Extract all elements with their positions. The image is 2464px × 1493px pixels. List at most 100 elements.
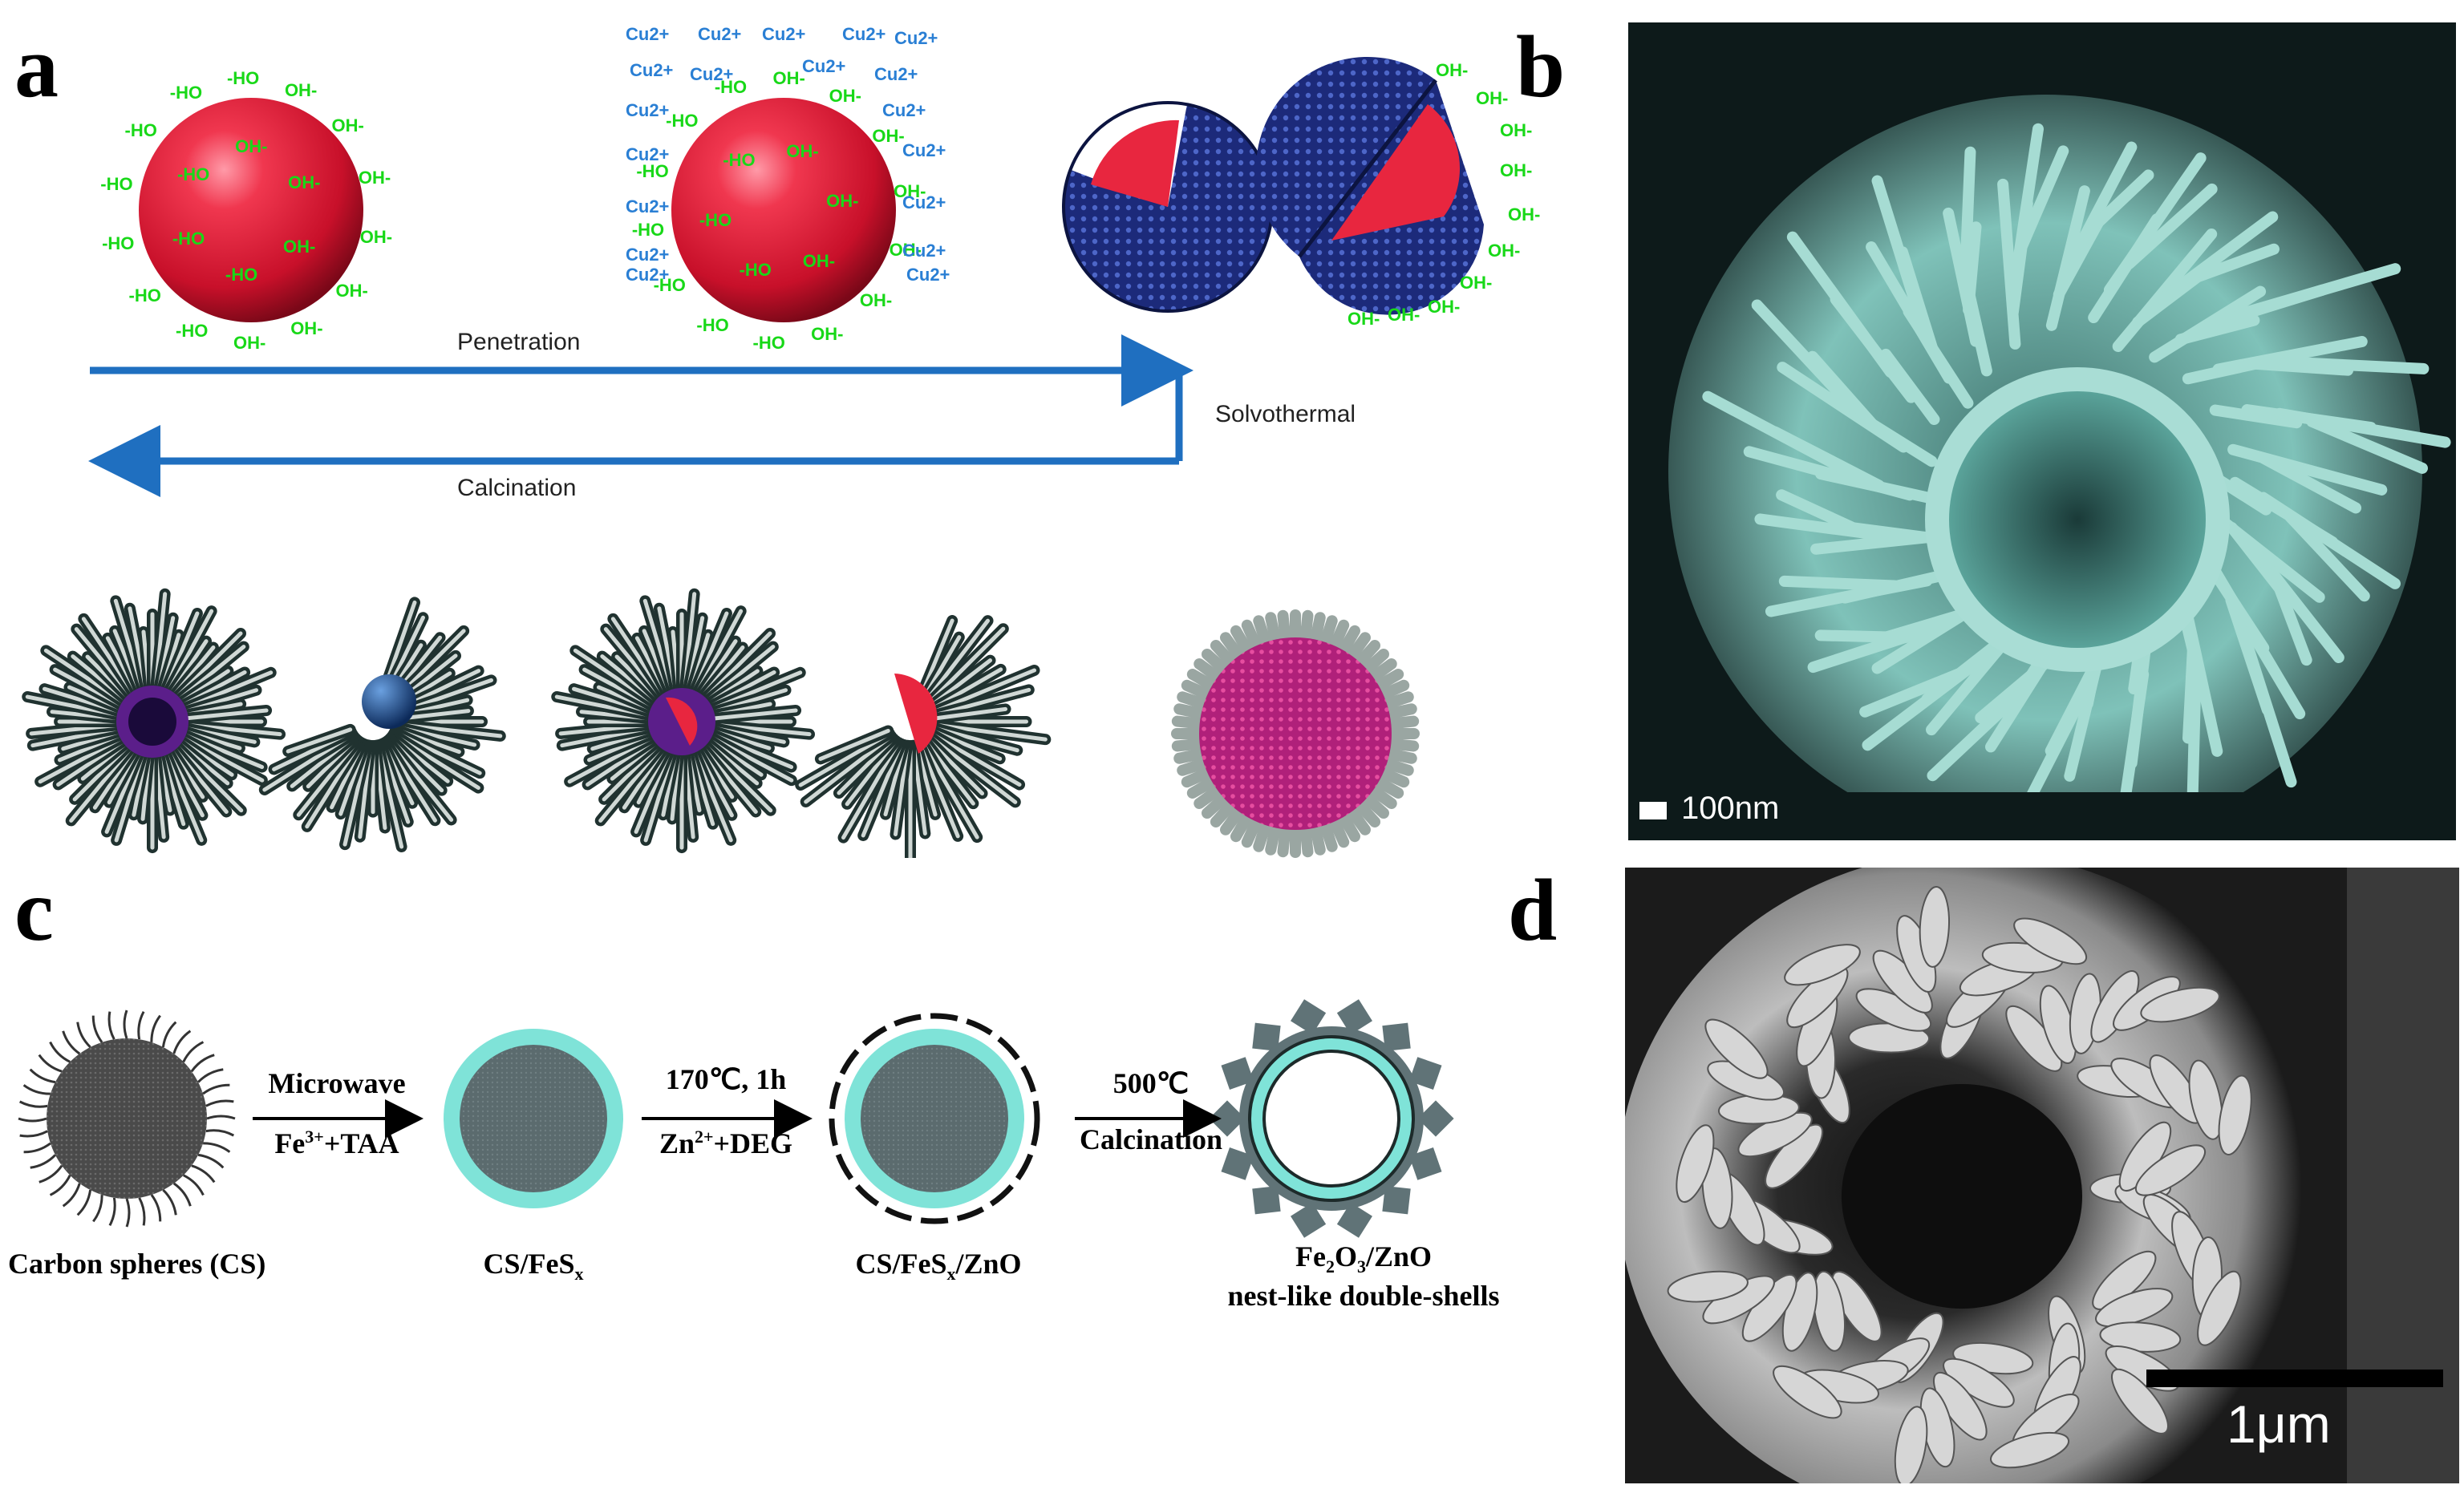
- ion-label: -HO: [226, 68, 260, 89]
- ion-label: -HO: [653, 274, 686, 295]
- surface-chain: [205, 1099, 234, 1107]
- surface-chain: [197, 1153, 225, 1169]
- nanoflake: [2188, 1059, 2223, 1140]
- cu-ion-label: Cu2+: [902, 192, 946, 212]
- nanorod: [1751, 299, 1858, 413]
- nanorod: [1702, 390, 1854, 477]
- nanorod: [1975, 659, 2049, 724]
- zno-flake: [1408, 1147, 1442, 1180]
- surface-chain: [202, 1083, 230, 1095]
- ion-label: -HO: [128, 285, 161, 305]
- nanorod: [2235, 263, 2401, 320]
- ion-label: OH-: [894, 180, 926, 201]
- surface-chain: [150, 1194, 162, 1222]
- ion-label: OH-: [233, 332, 266, 353]
- nanorod: [2181, 605, 2223, 757]
- surface-chain: [137, 1010, 145, 1040]
- urchin-spike-highlight: [703, 708, 798, 722]
- surface-chain: [29, 1068, 56, 1084]
- ion-label: OH-: [1508, 204, 1541, 225]
- urchin-2-cutaway: [258, 597, 506, 852]
- nanorod: [2257, 492, 2401, 589]
- nanoflake: [2140, 986, 2220, 1023]
- ion-label: OH-: [786, 140, 819, 161]
- nanorod: [1786, 231, 1896, 378]
- nanoflake: [1773, 1365, 1842, 1419]
- nanorod: [2123, 183, 2218, 269]
- surface-chain: [182, 1041, 205, 1062]
- ion-label: OH-: [283, 237, 316, 257]
- nanorod: [2227, 443, 2388, 496]
- step1-top-label: Microwave: [268, 1067, 406, 1099]
- surface-chain: [191, 1164, 216, 1183]
- ion-label: OH-: [290, 318, 323, 338]
- surface-chain: [49, 1041, 71, 1063]
- cu-ion-label: Cu2+: [626, 196, 670, 216]
- label-cs-fesx: CS/FeSx: [483, 1248, 584, 1285]
- nanorod: [1754, 513, 1903, 544]
- zno-flake: [1291, 1202, 1327, 1238]
- nanoflake: [1919, 886, 1951, 968]
- nanorod: [2186, 670, 2202, 819]
- ion-label: -HO: [176, 321, 209, 342]
- nanoflake: [2013, 917, 2088, 965]
- surface-chain: [108, 1197, 116, 1227]
- penetration-label: Penetration: [457, 329, 581, 355]
- surface-chain: [206, 1115, 236, 1120]
- panel-b-sem-image: 100nm: [1628, 22, 2456, 840]
- surface-chain: [49, 1175, 71, 1196]
- ion-label: OH-: [284, 79, 318, 100]
- nanoflake: [1943, 1357, 2015, 1408]
- cu-ion-label: Cu2+: [626, 144, 670, 164]
- panel-label-c: c: [14, 861, 54, 959]
- ion-label: -HO: [124, 120, 157, 141]
- nanorod: [2182, 243, 2280, 286]
- ion-label: OH-: [359, 226, 393, 247]
- ion-label: -HO: [100, 174, 133, 195]
- ion-label: -HO: [631, 220, 665, 241]
- cu-ion-label: Cu2+: [690, 64, 734, 84]
- nanoflake: [1894, 1406, 1928, 1483]
- ion-label: OH-: [331, 115, 364, 136]
- fe2o3-zno-double-shell: [1209, 999, 1454, 1238]
- nanorod: [1963, 221, 1982, 316]
- urchin-spike-highlight: [932, 706, 1008, 721]
- ion-label: OH-: [235, 136, 268, 157]
- nanorod: [1765, 575, 1933, 617]
- ion-label: OH-: [1428, 297, 1461, 317]
- scale-bar-d: [2146, 1370, 2443, 1387]
- nanoflake: [2111, 1368, 2169, 1434]
- surface-chain: [62, 1030, 81, 1055]
- cu-ion-label: Cu2+: [882, 100, 926, 120]
- scale-label-d: 1μm: [2227, 1394, 2331, 1454]
- nanorod: [2269, 570, 2312, 666]
- urchin-spike-highlight: [174, 708, 269, 722]
- nanoflake: [1990, 1431, 2070, 1469]
- nanoflake: [1667, 1270, 1749, 1303]
- step3-bottom-label: Calcination: [1079, 1123, 1222, 1155]
- surface-chain: [22, 1084, 51, 1095]
- zno-flake: [1336, 999, 1372, 1035]
- surface-chain: [183, 1174, 205, 1196]
- ion-label: -HO: [752, 332, 785, 353]
- nanorod: [1862, 648, 1995, 751]
- nanorod: [2273, 407, 2451, 448]
- panel-d-sem-image: 1μm: [1625, 868, 2459, 1483]
- nanorod: [2080, 169, 2154, 241]
- nanorod: [2064, 141, 2138, 270]
- cu-ion-label: Cu2+: [626, 24, 670, 44]
- ion-label: -HO: [102, 233, 135, 253]
- ion-label: OH-: [811, 323, 844, 344]
- surface-chain: [62, 1183, 81, 1208]
- surface-chain: [23, 1142, 51, 1154]
- nanorod: [1927, 685, 2028, 782]
- nanorod: [2306, 415, 2428, 474]
- sem-particle-d: [1625, 868, 2459, 1483]
- nanorod: [1776, 489, 1870, 539]
- nanorod: [2237, 625, 2297, 788]
- nanorod: [1778, 575, 1900, 592]
- ion-label: -HO: [636, 161, 669, 182]
- surface-chain: [19, 1130, 48, 1138]
- ion-label: OH-: [1348, 309, 1380, 329]
- ion-label: OH-: [335, 280, 368, 301]
